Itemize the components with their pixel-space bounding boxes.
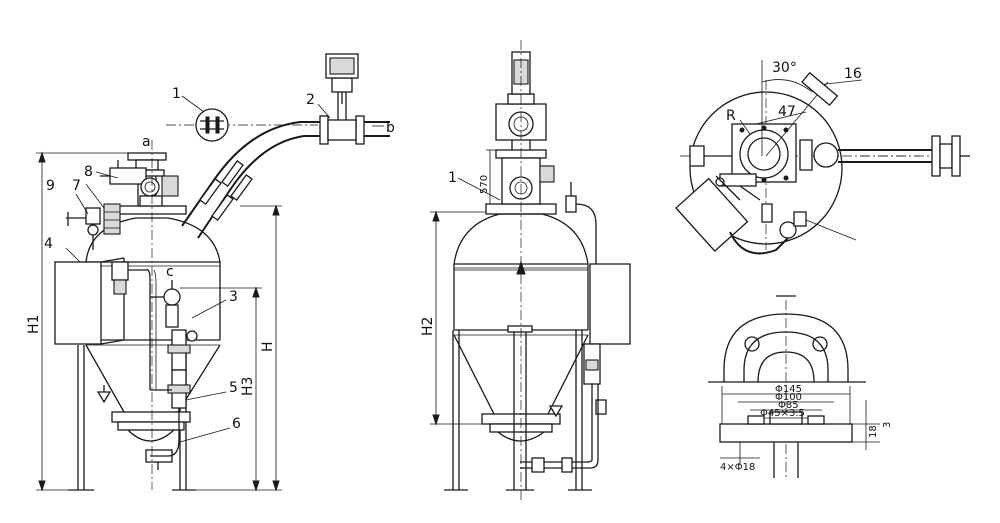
flange-dim-85: Φ85 [778, 400, 799, 411]
part-label-6: 6 [232, 416, 241, 432]
side-legs [444, 330, 592, 491]
flange-dim-145: Φ145 [775, 384, 802, 395]
port-label-c: c [166, 264, 174, 280]
part-label-5: 5 [229, 380, 238, 396]
front-valves-7-9 [66, 203, 121, 250]
side-piping [520, 182, 631, 473]
front-detail-1-symbol [166, 108, 318, 142]
part-label-8: 8 [84, 164, 93, 180]
front-vessel [85, 205, 221, 470]
top-label-47: 47 [778, 104, 796, 120]
part-label-9: 9 [46, 178, 55, 194]
dimension-h2 [430, 210, 486, 426]
part-label-3: 3 [229, 289, 238, 305]
part-label-1-front: 1 [172, 86, 181, 102]
dimension-h [196, 204, 282, 492]
part-label-7: 7 [72, 178, 81, 194]
front-valve-8 [100, 160, 179, 207]
dimension-h1 [36, 151, 128, 492]
top-view: 30° 16 47 R [675, 60, 970, 255]
flange-dim-100: Φ100 [775, 392, 802, 403]
flange-dim-4x18: 4×Φ18 [720, 462, 755, 473]
part-label-4: 4 [44, 236, 53, 252]
side-axis [454, 40, 588, 500]
front-side-piping [145, 269, 198, 457]
front-air-filter [111, 261, 146, 295]
flange-dim-3: 3 [882, 422, 893, 428]
side-top-assembly [495, 51, 555, 205]
flange-dim-45x3-5: Φ45×3.5 [760, 408, 805, 419]
side-view: 1 570 H2 [420, 40, 631, 500]
port-label-a: a [142, 134, 151, 150]
flange-dim-18: 18 [868, 425, 879, 438]
port-label-b: b [386, 120, 395, 136]
side-part-label-1: 1 [448, 170, 457, 186]
dimension-label-h3: H3 [240, 377, 256, 396]
top-label-r: R [726, 108, 736, 124]
front-leaders [65, 95, 384, 443]
dimension-label-h1: H1 [26, 315, 42, 334]
dimension-h3 [180, 286, 262, 492]
dimension-label-570: 570 [479, 175, 490, 194]
front-view: 1 2 3 4 5 6 7 8 9 a b c H1 H H3 [26, 53, 395, 492]
dimension-label-h2: H2 [420, 317, 436, 336]
front-drain-valve [96, 385, 112, 404]
dimension-label-h: H [260, 341, 276, 352]
angle-label-30: 30° [772, 60, 797, 76]
flange-detail: Φ145 Φ100 Φ85 Φ45×3.5 4×Φ18 18 3 [708, 295, 893, 478]
side-leader-1 [457, 177, 501, 201]
part-label-2: 2 [306, 92, 315, 108]
front-outlet-pipe [181, 53, 390, 239]
top-label-16: 16 [844, 66, 862, 82]
